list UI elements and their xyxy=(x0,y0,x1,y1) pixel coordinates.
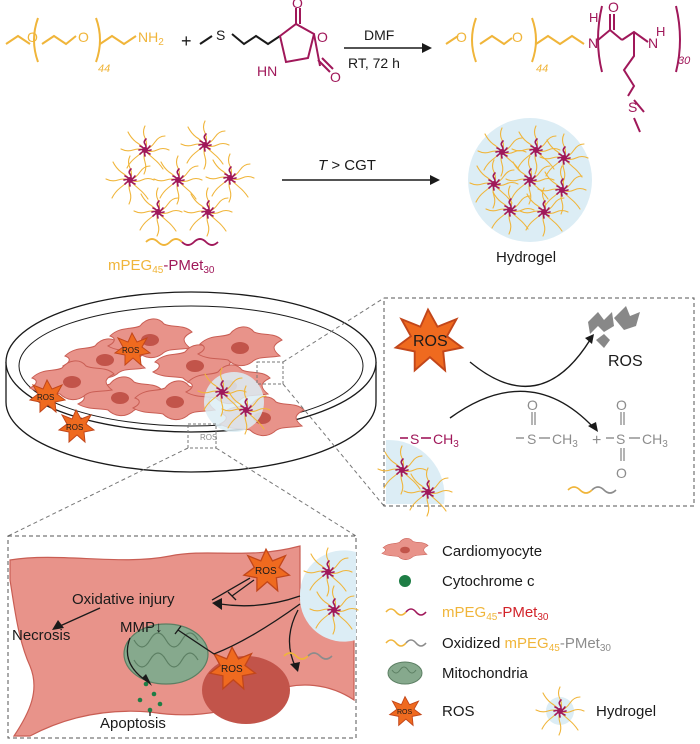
nca-carbonyl-o: O xyxy=(292,0,303,11)
sulfone-formula: S O O CH3 xyxy=(606,397,668,481)
thioether-formula: S CH3 xyxy=(400,431,459,450)
dish-ros-label-3: ROS xyxy=(66,423,83,432)
mechanism-hydrogel xyxy=(299,547,359,642)
nca-sulfur: S xyxy=(216,27,225,43)
o-atom: O xyxy=(27,29,38,45)
mechanism-panel: ROS ROS Oxidative injury Necrosis MMP↓ A… xyxy=(7,535,359,739)
product-o-atom-2: O xyxy=(512,29,523,45)
hydrogel-label: Hydrogel xyxy=(496,249,556,266)
reaction-scheme: O O 44 NH2 + S O O HN O DMF RT, 72 h xyxy=(5,0,691,133)
zoom-line xyxy=(282,297,385,363)
svg-text:Cardiomyocyte: Cardiomyocyte xyxy=(442,543,542,560)
product-plus: + xyxy=(592,432,601,449)
product-carbonyl-o: O xyxy=(608,0,619,15)
hydrogel-sphere xyxy=(468,118,592,242)
zoom-line xyxy=(7,447,189,537)
legend-oxidized-polymer: Oxidized mPEG45-PMet30 xyxy=(385,635,611,654)
svg-text:O: O xyxy=(616,465,627,481)
mmp-label: MMP↓ xyxy=(120,619,163,636)
svg-text:S: S xyxy=(616,431,625,447)
mechanism-oxidized-chain xyxy=(283,652,333,660)
svg-text:Hydrogel: Hydrogel xyxy=(596,703,656,720)
apoptosis-label: Apoptosis xyxy=(100,715,166,732)
oxidized-chain-icon xyxy=(567,486,617,494)
polymer-name-label: mPEG45-PMet30 xyxy=(108,257,215,276)
legend-cytochrome: Cytochrome c xyxy=(399,573,535,590)
svg-text:CH3: CH3 xyxy=(642,431,668,450)
zoom-region-bottom xyxy=(187,423,217,449)
legend-polymer: mPEG45-PMet30 xyxy=(385,604,549,623)
svg-text:ROS: ROS xyxy=(442,703,475,720)
product-n-terminal: N xyxy=(648,35,658,51)
scavenge-arrow-oxidation xyxy=(449,390,595,429)
ros-fragments-label: ROS xyxy=(608,353,643,370)
svg-text:CH3: CH3 xyxy=(433,431,459,450)
ros-scavenging-panel: ROS ROS S CH3 S O CH3 xyxy=(377,297,695,517)
product-structure xyxy=(445,5,681,133)
legend-cardiomyocyte: Cardiomyocyte xyxy=(381,538,542,560)
met-nca-structure xyxy=(199,8,334,73)
necrosis-label: Necrosis xyxy=(12,627,70,644)
gelation-scheme: mPEG45-PMet30 T > CGT Hydrogel xyxy=(105,118,592,276)
ros-top-label: ROS xyxy=(255,566,277,577)
svg-text:Oxidized mPEG45-PMet30: Oxidized mPEG45-PMet30 xyxy=(442,635,611,654)
nca-ring-o: O xyxy=(317,29,328,45)
svg-text:O: O xyxy=(527,397,538,413)
svg-text:ROS: ROS xyxy=(397,709,413,716)
legend-ros: ROS ROS xyxy=(389,696,475,726)
product-sulfur: S xyxy=(628,99,637,115)
ros-fragments xyxy=(588,306,640,348)
dish-ros-label-1: ROS xyxy=(122,346,139,355)
svg-text:Mitochondria: Mitochondria xyxy=(442,665,529,682)
svg-text:mPEG45-PMet30: mPEG45-PMet30 xyxy=(442,604,549,623)
dish-ros-label-4: ROS xyxy=(200,433,217,442)
ros-nucleus-label: ROS xyxy=(221,664,243,675)
gelation-condition: T > CGT xyxy=(318,157,376,174)
legend-mitochondria: Mitochondria xyxy=(387,661,529,685)
zoom-line xyxy=(282,383,385,507)
product-repeat-index: 30 xyxy=(678,55,691,67)
product-amide-h: H xyxy=(589,10,598,25)
nca-carbonyl-o-2: O xyxy=(330,69,341,85)
single-chain-icon xyxy=(145,238,219,246)
mechanism-arrows xyxy=(52,577,301,716)
legend-hydrogel: Hydrogel xyxy=(535,686,656,736)
dish-ros-label-2: ROS xyxy=(37,393,54,402)
micelle-cluster xyxy=(105,120,255,237)
svg-text:CH3: CH3 xyxy=(552,431,578,450)
product-peg-index: 44 xyxy=(536,63,548,75)
o-atom-2: O xyxy=(78,29,89,45)
product-n-terminal-h: H xyxy=(656,24,665,39)
mitochondrion xyxy=(123,623,209,685)
zoom-region-top xyxy=(256,361,284,385)
peg-repeat-index: 44 xyxy=(98,63,110,75)
legend: Cardiomyocyte Cytochrome c mPEG45-PMet30… xyxy=(381,538,656,736)
oxidative-injury-label: Oxidative injury xyxy=(72,591,175,608)
petri-dish: ROS ROS ROS ROS xyxy=(5,291,385,537)
product-amide-n: N xyxy=(588,35,598,51)
panel-hydrogel xyxy=(377,439,453,517)
sulfoxide-formula: S O CH3 xyxy=(516,397,578,450)
cytochrome-c-dots xyxy=(137,681,163,713)
svg-text:S: S xyxy=(410,431,419,447)
scavenge-arrow-ros xyxy=(469,339,591,387)
mpeg-amine-structure xyxy=(5,17,137,63)
svg-text:S: S xyxy=(527,431,536,447)
ros-large-label: ROS xyxy=(413,333,448,350)
condition-solvent: DMF xyxy=(364,27,394,43)
svg-text:Cytochrome c: Cytochrome c xyxy=(442,573,535,590)
svg-text:O: O xyxy=(616,397,627,413)
nca-hn: HN xyxy=(257,63,277,79)
condition-temp-time: RT, 72 h xyxy=(348,55,400,71)
dish-hydrogel xyxy=(197,367,271,435)
plus-sign: + xyxy=(181,31,192,51)
product-o-atom: O xyxy=(456,29,467,45)
nh2-group: NH2 xyxy=(138,29,164,48)
gelation-arrow xyxy=(282,175,440,185)
reaction-arrow xyxy=(344,43,432,53)
